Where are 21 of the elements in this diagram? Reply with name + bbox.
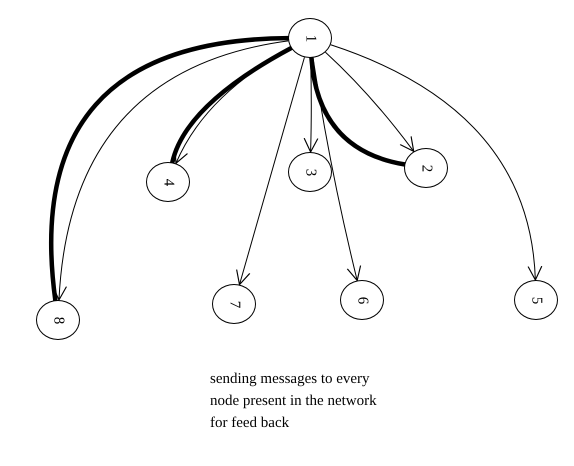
node-label: 5	[528, 296, 544, 304]
node-circle	[404, 148, 448, 188]
node-label: 7	[226, 300, 242, 308]
arrow	[236, 56, 305, 286]
node-label: 4	[160, 178, 176, 186]
node-label: 3	[302, 168, 318, 176]
node-label: 6	[354, 296, 370, 304]
arrow	[330, 44, 542, 281]
node-label: 8	[50, 316, 66, 324]
connector-line	[309, 56, 407, 167]
node-circle	[288, 18, 332, 58]
node-circle	[212, 284, 256, 324]
node-circle	[36, 300, 80, 340]
node-circle	[514, 280, 558, 320]
arrow	[324, 52, 414, 152]
node-circle	[288, 152, 332, 192]
node-label: 1	[302, 34, 318, 42]
node-label: 2	[418, 164, 434, 172]
node-circle	[340, 280, 384, 320]
caption: sending messages to every node present in the network for feed back	[210, 370, 378, 433]
node-circle	[146, 162, 190, 202]
